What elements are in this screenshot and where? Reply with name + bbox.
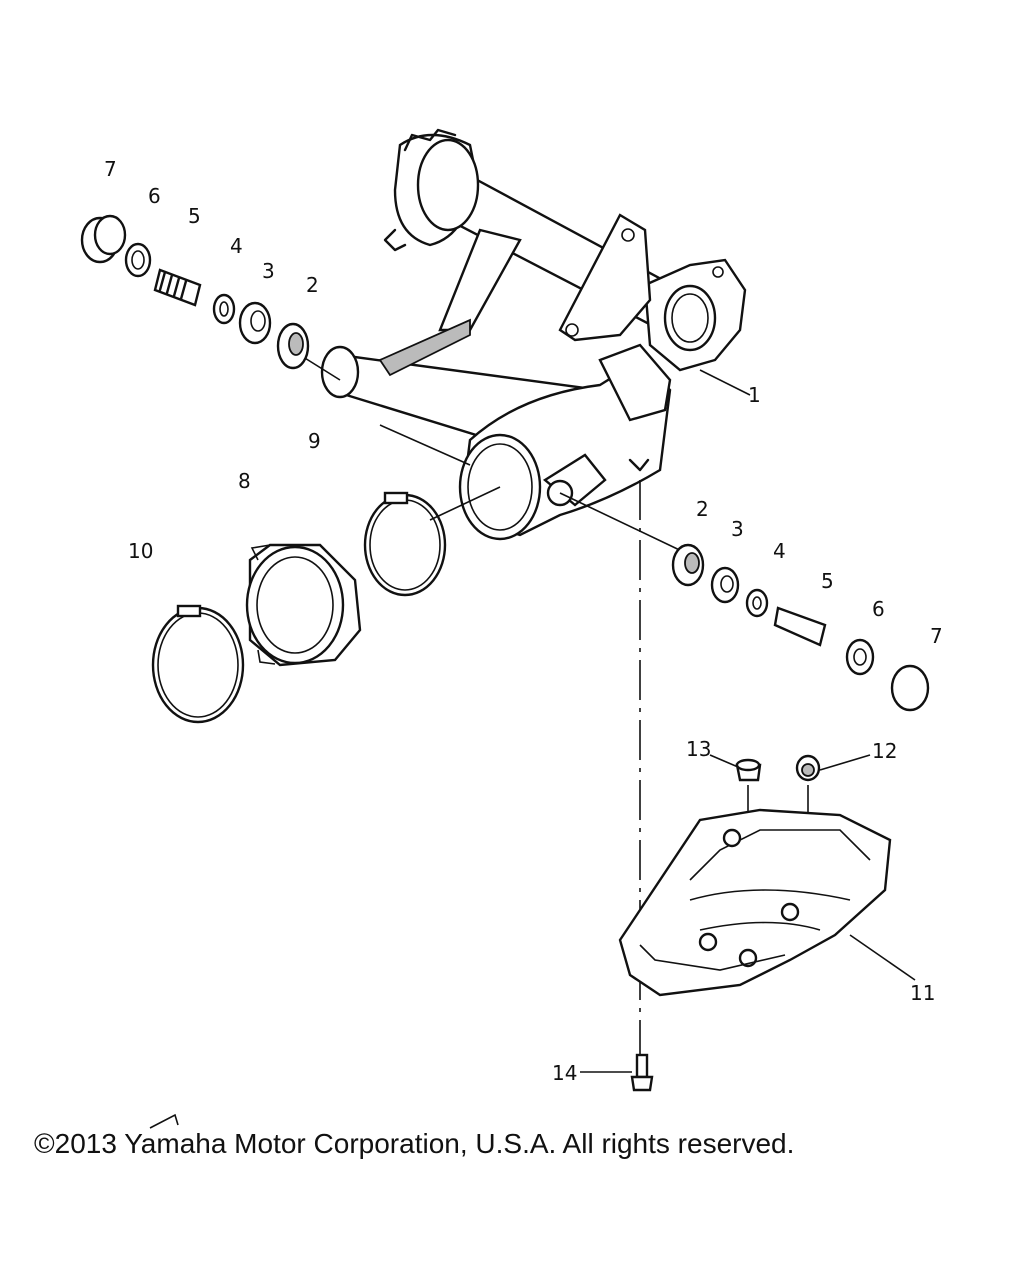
clamp-part-9: [363, 491, 447, 597]
label-part-13: 13: [686, 737, 711, 761]
guard-part-11: [618, 808, 892, 997]
clamp-part-10: [151, 604, 245, 724]
right-bearing-stack: [671, 543, 930, 712]
label-part-9: 9: [308, 429, 321, 453]
label-part-10: 10: [128, 539, 153, 563]
label-part-14: 14: [552, 1061, 577, 1085]
label-part-7-right: 7: [930, 624, 943, 648]
label-part-4-right: 4: [773, 539, 786, 563]
label-part-12: 12: [872, 739, 897, 763]
label-part-7-left: 7: [104, 157, 117, 181]
label-part-4-left: 4: [230, 234, 243, 258]
swing-arm-part-1: [320, 128, 747, 541]
boot-part-8: [245, 543, 362, 667]
plug-part-13: [735, 758, 762, 782]
left-bearing-stack: [80, 214, 310, 370]
label-part-3-left: 3: [262, 259, 275, 283]
bolt-part-14: [630, 1053, 654, 1092]
copyright-notice: ©2013 Yamaha Motor Corporation, U.S.A. A…: [34, 1128, 795, 1159]
label-part-11: 11: [910, 981, 935, 1005]
label-part-3-right: 3: [731, 517, 744, 541]
label-part-2-right: 2: [696, 497, 709, 521]
label-part-8: 8: [238, 469, 251, 493]
label-part-2-left: 2: [306, 273, 319, 297]
small-mark: [149, 1113, 179, 1129]
label-part-5-right: 5: [821, 569, 834, 593]
plug-part-12: [795, 754, 821, 782]
reference-labels: 1 2 3 4 5 6 7 2 3 4 5 6 7 8 9 10 11 12 1…: [104, 157, 943, 1085]
label-part-6-right: 6: [872, 597, 885, 621]
label-part-6-left: 6: [148, 184, 161, 208]
label-part-5-left: 5: [188, 204, 201, 228]
label-part-1: 1: [748, 383, 761, 407]
